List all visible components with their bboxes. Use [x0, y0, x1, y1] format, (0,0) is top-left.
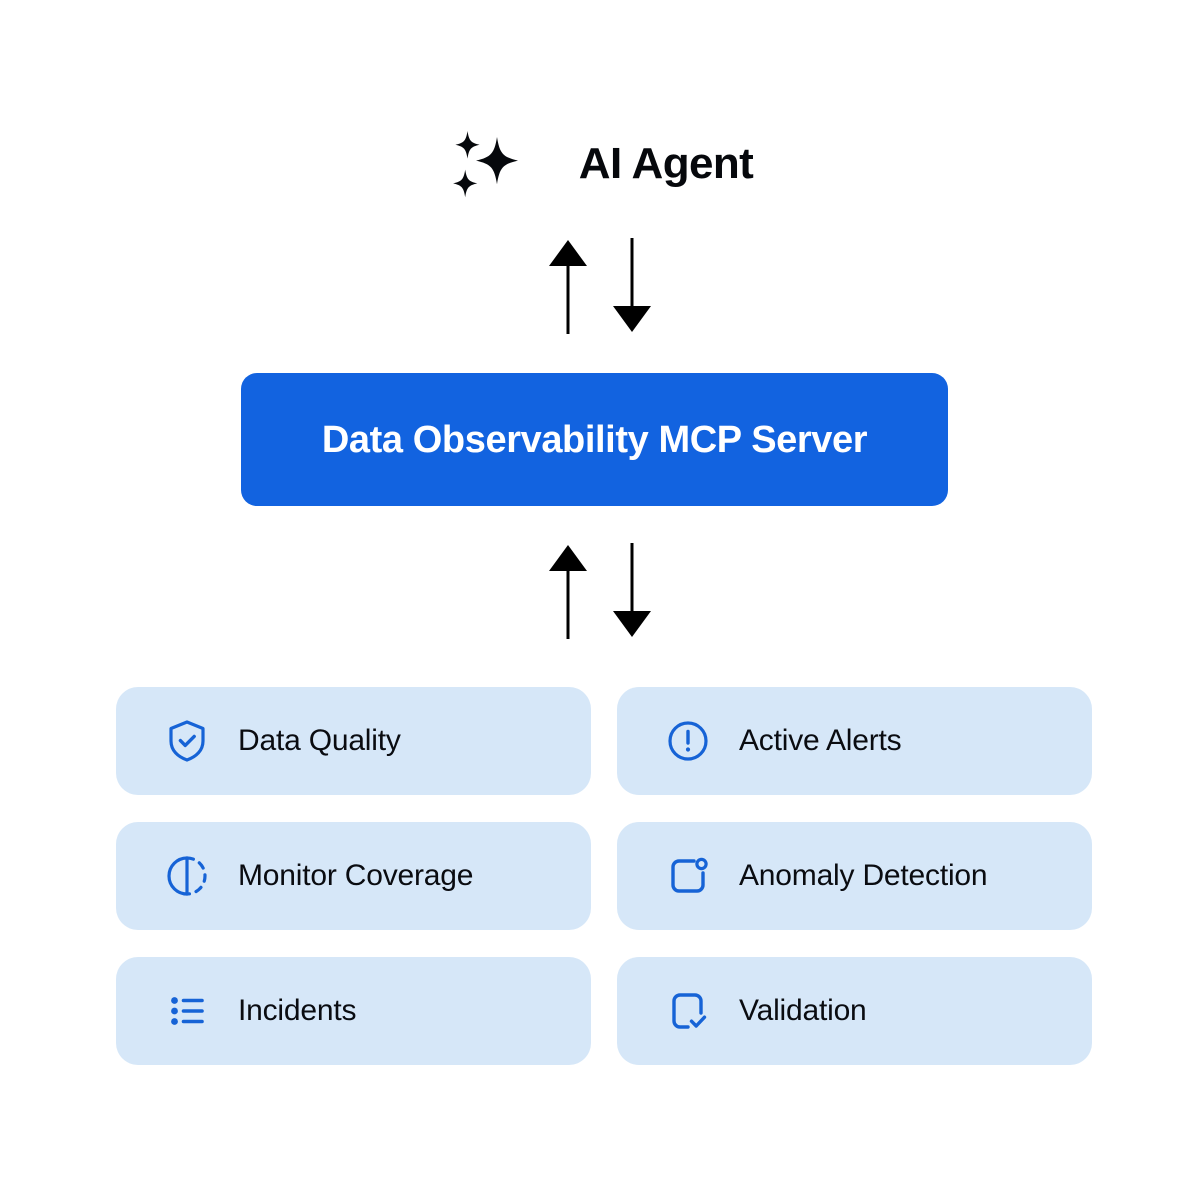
ai-agent-label: AI Agent [578, 139, 754, 188]
capability-label: Incidents [238, 994, 357, 1027]
connector-arrows-bottom [0, 541, 1200, 641]
ai-agent-node: AI Agent [0, 118, 1200, 210]
arrow-down-icon [613, 543, 651, 637]
capability-label: Data Quality [238, 724, 401, 757]
connector-arrows-top [0, 236, 1200, 336]
capability-grid: Data Quality Active Alerts Monitor Cover… [116, 687, 1092, 1065]
capability-label: Active Alerts [739, 724, 902, 757]
capability-card-anomaly-detection[interactable]: Anomaly Detection [617, 822, 1092, 930]
mcp-server-node: Data Observability MCP Server [241, 373, 948, 506]
capability-card-data-quality[interactable]: Data Quality [116, 687, 591, 795]
capability-card-monitor-coverage[interactable]: Monitor Coverage [116, 822, 591, 930]
capability-card-incidents[interactable]: Incidents [116, 957, 591, 1065]
shield-check-icon [169, 720, 205, 762]
capability-label: Validation [739, 994, 867, 1027]
mcp-server-label: Data Observability MCP Server [321, 418, 868, 461]
capability-card-active-alerts[interactable]: Active Alerts [617, 687, 1092, 795]
document-check-icon [672, 993, 707, 1029]
arrow-up-icon [549, 545, 587, 639]
alert-circle-icon [668, 721, 708, 761]
bullet-list-icon [171, 997, 204, 1025]
capability-card-validation[interactable]: Validation [617, 957, 1092, 1065]
anomaly-square-dot-icon [671, 857, 708, 893]
arrow-down-icon [613, 238, 651, 332]
sparkles-icon [452, 131, 518, 198]
capability-label: Monitor Coverage [238, 859, 474, 892]
arrow-up-icon [549, 240, 587, 334]
coverage-circle-icon [167, 856, 207, 896]
capability-label: Anomaly Detection [739, 859, 988, 892]
